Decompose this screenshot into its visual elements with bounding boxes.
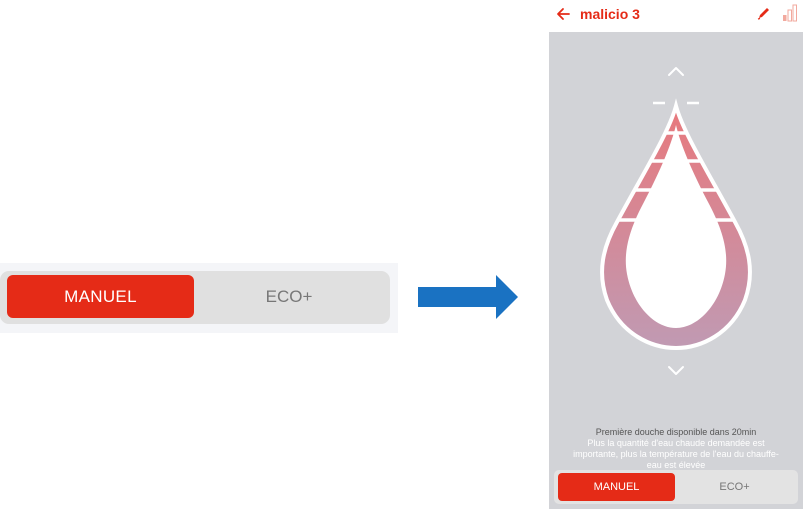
drop-line1: d'eau chaude: [643, 270, 709, 282]
chevron-up-icon[interactable]: [667, 65, 685, 77]
mode-toggle: MANUEL ECO+: [554, 470, 798, 504]
arrow-left-icon[interactable]: [555, 6, 571, 22]
info-detail-text: Plus la quantité d'eau chaude demandée e…: [573, 438, 779, 470]
zoomed-manuel-button[interactable]: MANUEL: [7, 275, 194, 318]
info-text: Première douche disponible dans 20min Pl…: [571, 427, 781, 471]
pencil-icon[interactable]: [756, 5, 772, 21]
zoomed-eco-button[interactable]: ECO+: [265, 286, 313, 306]
right-arrow-icon: [418, 275, 518, 319]
phone-screen: malicio 3: [549, 0, 803, 509]
chevron-down-icon[interactable]: [667, 365, 685, 377]
app-header: malicio 3: [549, 0, 803, 32]
water-drop-gauge[interactable]: [589, 92, 763, 354]
signal-bars-icon[interactable]: [782, 4, 798, 22]
manuel-button[interactable]: MANUEL: [558, 473, 675, 501]
zoomed-toggle-track: MANUEL ECO+: [0, 271, 390, 324]
drop-line2: demandée: [650, 289, 702, 301]
hot-water-panel: 100% d'eau chaude demandée Première douc…: [549, 32, 803, 509]
eco-button[interactable]: ECO+: [719, 481, 750, 493]
drop-label: 100% d'eau chaude demandée: [611, 248, 741, 305]
drop-percent: 100%: [661, 251, 691, 263]
page-title: malicio 3: [580, 6, 640, 22]
first-shower-text: Première douche disponible dans 20min: [595, 427, 757, 437]
zoomed-mode-toggle: MANUEL ECO+: [0, 263, 398, 333]
